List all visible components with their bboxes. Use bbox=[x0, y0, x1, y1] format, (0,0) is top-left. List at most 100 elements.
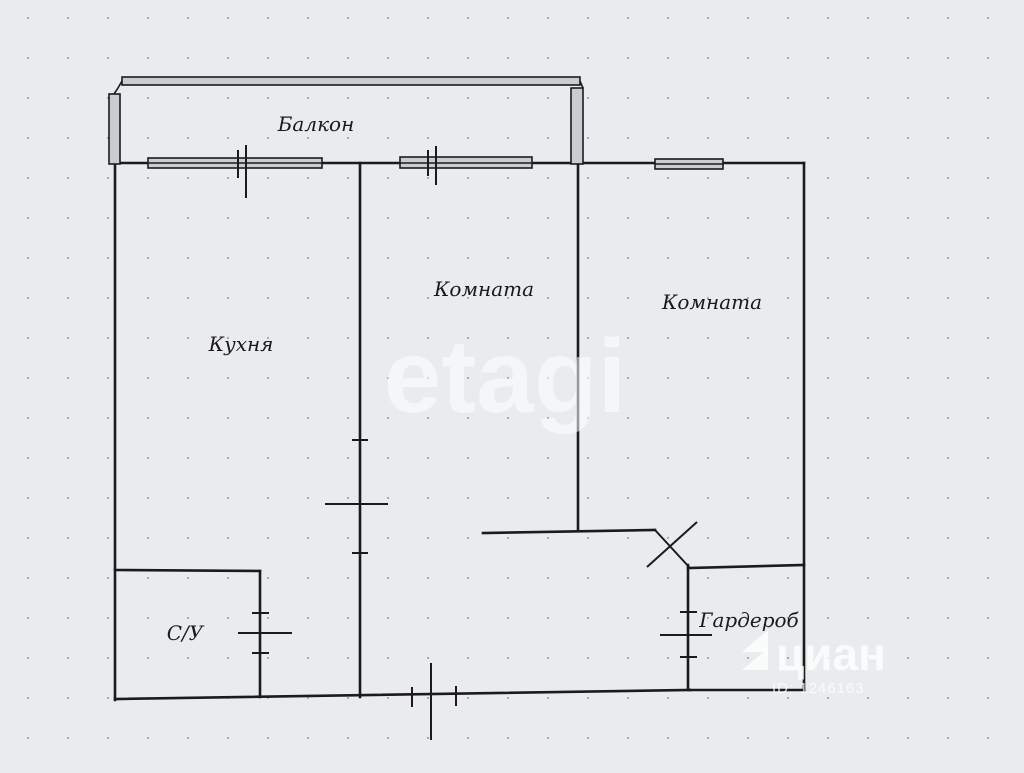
grid-dot bbox=[186, 176, 190, 180]
grid-dot bbox=[826, 16, 830, 20]
grid-dot bbox=[866, 176, 870, 180]
grid-dot bbox=[386, 16, 390, 20]
grid-dot bbox=[586, 16, 590, 20]
grid-dot bbox=[506, 96, 510, 100]
grid-dot bbox=[946, 656, 950, 660]
grid-dot bbox=[346, 336, 350, 340]
grid-dot bbox=[506, 136, 510, 140]
grid-dot bbox=[866, 496, 870, 500]
grid-dot bbox=[666, 656, 670, 660]
grid-dot bbox=[146, 176, 150, 180]
grid-dot bbox=[226, 416, 230, 420]
grid-dot bbox=[666, 696, 670, 700]
grid-dot bbox=[226, 576, 230, 580]
grid-dot bbox=[426, 56, 430, 60]
grid-dot bbox=[466, 496, 470, 500]
label-wardrobe: Гардероб bbox=[698, 608, 799, 632]
grid-dot bbox=[226, 376, 230, 380]
label-kitchen: Кухня bbox=[208, 332, 274, 356]
grid-dot bbox=[66, 96, 70, 100]
grid-dot bbox=[26, 96, 30, 100]
grid-dot bbox=[66, 16, 70, 20]
grid-dot bbox=[626, 376, 630, 380]
grid-dot bbox=[506, 376, 510, 380]
grid-dot bbox=[706, 96, 710, 100]
grid-dot bbox=[666, 376, 670, 380]
grid-dot bbox=[706, 656, 710, 660]
grid-dot bbox=[986, 536, 990, 540]
grid-dot bbox=[666, 416, 670, 420]
grid-dot bbox=[546, 416, 550, 420]
grid-dot bbox=[666, 136, 670, 140]
grid-dot bbox=[346, 456, 350, 460]
grid-dot bbox=[26, 656, 30, 660]
grid-dot bbox=[986, 56, 990, 60]
grid-dot bbox=[386, 376, 390, 380]
grid-dot bbox=[506, 176, 510, 180]
grid-dot bbox=[426, 456, 430, 460]
grid-dot bbox=[786, 256, 790, 260]
grid-dot bbox=[306, 576, 310, 580]
grid-dot bbox=[866, 256, 870, 260]
grid-dot bbox=[386, 536, 390, 540]
grid-dot bbox=[786, 376, 790, 380]
grid-dot bbox=[546, 216, 550, 220]
grid-dot bbox=[946, 616, 950, 620]
grid-dot bbox=[346, 496, 350, 500]
grid-dot bbox=[586, 416, 590, 420]
grid-dot bbox=[986, 336, 990, 340]
grid-dot bbox=[106, 176, 110, 180]
grid-dot bbox=[826, 456, 830, 460]
grid-dot bbox=[26, 256, 30, 260]
grid-dot bbox=[266, 536, 270, 540]
grid-dot bbox=[746, 736, 750, 740]
grid-dot bbox=[386, 336, 390, 340]
grid-dot bbox=[986, 456, 990, 460]
door-room-balcony bbox=[427, 146, 437, 185]
grid-dot bbox=[146, 456, 150, 460]
grid-dot bbox=[906, 656, 910, 660]
grid-dot bbox=[626, 296, 630, 300]
grid-dot bbox=[746, 216, 750, 220]
grid-dot bbox=[826, 216, 830, 220]
grid-dot bbox=[626, 736, 630, 740]
wall-corridor-top bbox=[481, 528, 657, 535]
label-balcony: Балкон bbox=[277, 112, 355, 136]
grid-dot bbox=[626, 96, 630, 100]
grid-dot bbox=[506, 456, 510, 460]
grid-dot bbox=[226, 736, 230, 740]
grid-dot bbox=[426, 136, 430, 140]
grid-dot bbox=[786, 56, 790, 60]
grid-dot bbox=[706, 176, 710, 180]
grid-dot bbox=[186, 376, 190, 380]
watermark-etagi: etagi bbox=[384, 319, 627, 435]
grid-dot bbox=[386, 696, 390, 700]
grid-dot bbox=[786, 696, 790, 700]
grid-dot bbox=[226, 456, 230, 460]
grid-dot bbox=[586, 696, 590, 700]
grid-dot bbox=[426, 696, 430, 700]
grid-dot bbox=[506, 296, 510, 300]
grid-dot bbox=[26, 736, 30, 740]
grid-dot bbox=[826, 656, 830, 660]
label-room-right: Комната bbox=[661, 290, 762, 314]
grid-dot bbox=[426, 616, 430, 620]
grid-dot bbox=[66, 536, 70, 540]
grid-dot bbox=[546, 456, 550, 460]
grid-dot bbox=[306, 416, 310, 420]
grid-dot bbox=[466, 656, 470, 660]
grid-dot bbox=[306, 216, 310, 220]
grid-dot bbox=[546, 656, 550, 660]
grid-dot bbox=[66, 416, 70, 420]
grid-dot bbox=[66, 136, 70, 140]
grid-dot bbox=[906, 696, 910, 700]
grid-dot bbox=[546, 56, 550, 60]
grid-dot bbox=[546, 176, 550, 180]
grid-dot bbox=[346, 216, 350, 220]
grid-dot bbox=[586, 576, 590, 580]
grid-dot bbox=[186, 736, 190, 740]
grid-dot bbox=[986, 136, 990, 140]
grid-dot bbox=[506, 16, 510, 20]
grid-dot bbox=[66, 456, 70, 460]
grid-dot bbox=[706, 16, 710, 20]
